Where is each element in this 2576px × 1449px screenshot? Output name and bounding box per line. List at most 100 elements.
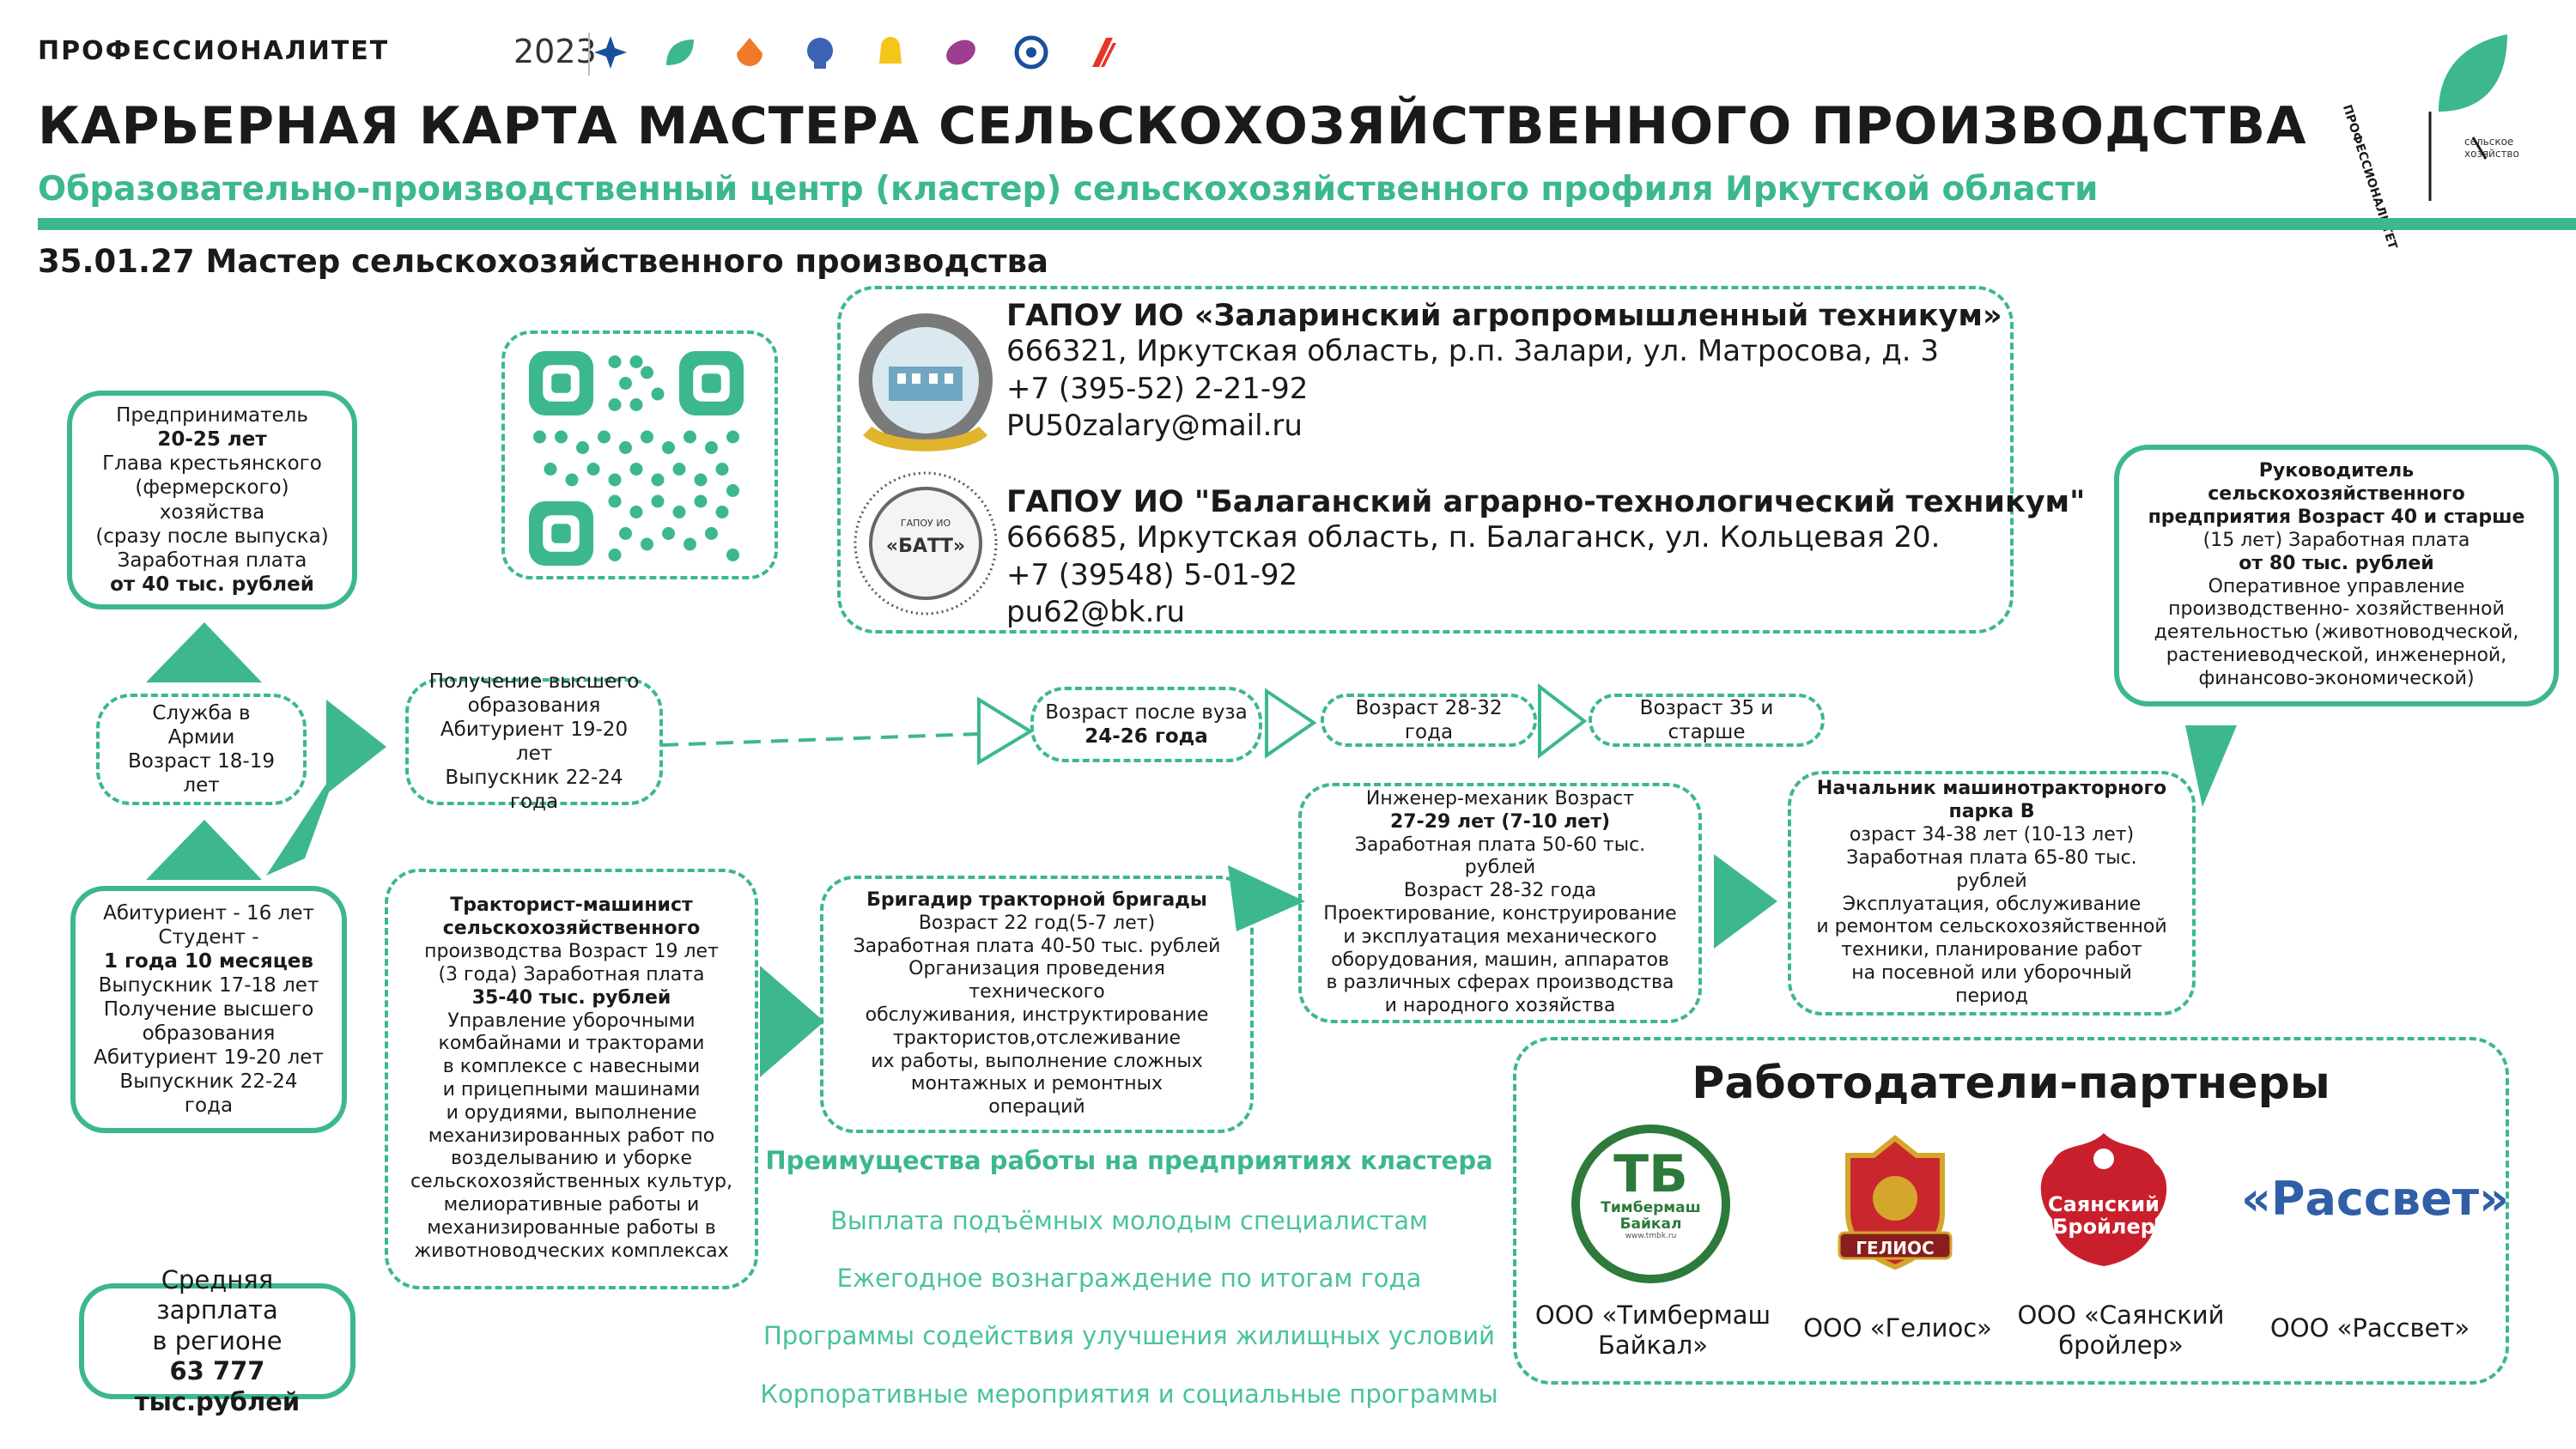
average-salary-box: Средняя зарплата в регионе 63 777 тыс.ру… [79, 1265, 355, 1416]
box-line: растениеводческой, инженерной, [2166, 644, 2507, 666]
box-line: Абитуриент - 16 лет [103, 901, 314, 925]
box-line: сельскохозяйственных культур, [410, 1171, 732, 1193]
box-line: и ремонтом сельскохозяйственной [1816, 916, 2167, 938]
age-28-32-box: Возраст 28-32 года [1321, 694, 1537, 747]
box-line: возделыванию и уборке [450, 1148, 693, 1170]
timbermash-logo-main: ТБ [1613, 1144, 1688, 1204]
box-line: и эксплуатация механического [1343, 925, 1657, 948]
contact-email[interactable]: PU50zalary@mail.ru [1006, 409, 1303, 444]
specialty-title: 35.01.27 Мастер сельскохозяйственного пр… [38, 243, 1048, 280]
rassvet-logo: «Рассвет» [2241, 1172, 2509, 1226]
partners-title: Работодатели-партнеры [1692, 1058, 2330, 1109]
page-subtitle: Образовательно-производственный центр (к… [38, 170, 2099, 209]
arrow-up-to-entrepreneur [146, 622, 262, 682]
box-line: (3 года) Заработная плата [438, 963, 705, 985]
arrow-outline-to-age-35 [1538, 682, 1588, 760]
box-line: Выпускник 22-24 года [445, 767, 623, 814]
contact-phone[interactable]: +7 (395-52) 2-21-92 [1006, 371, 1309, 406]
box-line: трактористов,отслеживание [892, 1027, 1182, 1049]
qr-code-frame[interactable] [501, 330, 778, 579]
box-line: Абитуриент 19-20 лет [440, 718, 629, 765]
box-line: финансово-экономической) [2198, 667, 2475, 689]
timbermash-logo-url: www.tmbk.ru [1625, 1232, 1677, 1241]
blue-star-icon [594, 36, 627, 69]
qr-code-icon [529, 351, 744, 566]
svg-text:«БАТТ»: «БАТТ» [886, 536, 965, 557]
partner-name-rassvet: ООО «Рассвет» [2269, 1313, 2470, 1343]
svg-text:ГАПОУ ИО: ГАПОУ ИО [901, 518, 951, 529]
arrow-outline-to-age-28 [1265, 688, 1317, 759]
brand-divider [588, 33, 590, 76]
box-line: монтажных и ремонтных [910, 1073, 1163, 1095]
box-line: 27-29 лет (7-10 лет) [1389, 810, 1611, 833]
benefits-section: Преимущества работы на предприятиях клас… [747, 1146, 1511, 1429]
partner-name-gelios: ООО «Гелиос» [1803, 1313, 1992, 1343]
box-line: Выпускник 17-18 лет [98, 973, 319, 997]
sayansky-logo-text: Саянский Бройлер [2048, 1192, 2160, 1240]
box-line: на посевной или уборочный [1851, 961, 2132, 984]
brand-name: ПРОФЕССИОНАЛИТЕТ [38, 36, 390, 66]
arrow-right-to-brigadier [760, 966, 824, 1077]
blue-head-icon [807, 38, 833, 69]
box-line: Заработная плата [117, 549, 307, 572]
box-line: парка В [1948, 801, 2035, 823]
partner-name-sayansky: ООО «Саянский бройлер» [2017, 1300, 2225, 1361]
benefit-item: Программы содействия улучшения жилищных … [762, 1321, 1496, 1350]
director-box: Руководитель сельскохозяйственного предп… [2114, 445, 2559, 706]
box-line: предприятия Возраст 40 и старше [2148, 506, 2525, 529]
box-line: обслуживания, инструктирование [865, 1004, 1209, 1026]
head-mtp-box: Начальник машинотракторного парка В озра… [1788, 771, 2196, 1016]
box-line: 1 года 10 месяцев [104, 949, 313, 973]
box-line: Инженер-механик Возраст [1365, 787, 1635, 809]
box-line: 35-40 тыс. рублей [471, 986, 671, 1009]
box-line: Выпускник 22-24 года [119, 1070, 298, 1118]
box-line: 24-26 года [1084, 725, 1208, 748]
zalari-college-logo-icon [859, 313, 993, 452]
contact-email[interactable]: pu62@bk.ru [1006, 595, 1186, 630]
engineer-box: Инженер-механик Возраст 27-29 лет (7-10 … [1298, 783, 1702, 1023]
gelios-logo-icon [1838, 1135, 1953, 1270]
arrow-right-to-higher-ed [326, 700, 386, 794]
contacts-panel [837, 286, 2014, 634]
box-line: Организация проведения технического [908, 958, 1165, 1003]
blue-target-icon [1014, 35, 1048, 70]
applicant-box: Абитуриент - 16 лет Студент - 1 года 10 … [70, 886, 347, 1133]
box-line: Возраст 22 год(5-7 лет) [918, 912, 1156, 934]
box-line: от 80 тыс. рублей [2239, 552, 2434, 574]
army-box: Служба в Армии Возраст 18-19 лет [96, 694, 307, 805]
contact-name: ГАПОУ ИО "Балаганский аграрно-технологич… [1006, 485, 2086, 519]
box-line: Оперативное управление [2208, 575, 2465, 597]
purple-leaf-icon [946, 39, 975, 65]
box-line: Начальник машинотракторного [1816, 778, 2167, 800]
arrow-up-to-army [146, 820, 262, 880]
box-line: от 40 тыс. рублей [110, 573, 314, 596]
box-line: в различных сферах производства [1326, 972, 1674, 994]
contact-block-batt: ГАПОУ ИО "Балаганский аграрно-технологич… [1006, 485, 2086, 632]
benefit-item: Выплата подъёмных молодым специалистам [829, 1206, 1429, 1235]
higher-ed-box: Получение высшего образования Абитуриент… [405, 670, 663, 813]
box-line: Тракторист-машинист [450, 894, 693, 917]
header-divider [38, 218, 2576, 230]
benefits-title: Преимущества работы на предприятиях клас… [765, 1146, 1493, 1175]
box-line: Получение высшего [103, 997, 314, 1021]
box-line: Глава крестьянского [102, 452, 322, 476]
box-line: озраст 34-38 лет (10-13 лет) [1849, 824, 2135, 846]
age-35-plus-box: Возраст 35 и старше [1589, 694, 1825, 747]
box-line: Заработная плата 50-60 тыс. рублей [1354, 834, 1646, 879]
green-leaf-icon [666, 39, 694, 65]
box-line: (15 лет) Заработная плата [2202, 529, 2470, 551]
box-line: Средняя зарплата [156, 1265, 278, 1325]
entrepreneur-box: Предприниматель 20-25 лет Глава крестьян… [67, 391, 357, 609]
box-line: 20-25 лет [157, 428, 267, 452]
box-line: и народного хозяйства [1384, 995, 1616, 1017]
box-line: Студент - [158, 925, 259, 949]
red-slash-icon [1092, 38, 1116, 67]
page-title: КАРЬЕРНАЯ КАРТА МАСТЕРА СЕЛЬСКОХОЗЯЙСТВЕ… [38, 96, 2307, 156]
contact-phone[interactable]: +7 (39548) 5-01-92 [1006, 557, 1298, 592]
box-line: период [1955, 985, 2028, 1007]
box-line: (фермерского) хозяйства [135, 476, 289, 524]
orange-drop-icon [737, 38, 762, 66]
box-line: Возраст 18-19 лет [128, 750, 275, 797]
box-line: оборудования, машин, аппаратов [1331, 949, 1669, 971]
box-line: Эксплуатация, обслуживание [1842, 893, 2142, 915]
